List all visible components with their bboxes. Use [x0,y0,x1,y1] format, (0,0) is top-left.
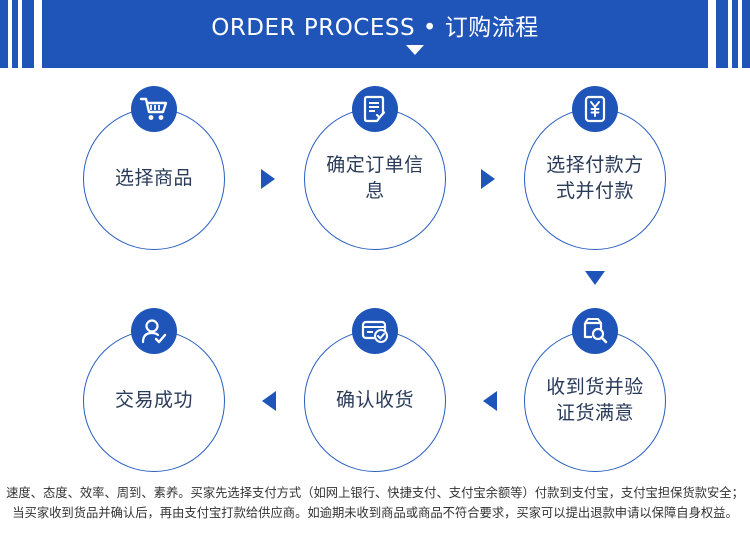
description-text: 速度、态度、效率、周到、素养。买家先选择支付方式（如网上银行、快捷支付、支付宝余… [6,486,744,520]
user-check-icon [131,308,177,354]
package-inspect-icon [572,308,618,354]
step-label: 收到货并验 证货满意 [525,331,665,471]
banner-stripe [742,0,750,68]
header-banner: ORDER PROCESS • 订购流程 [0,0,750,68]
banner-stripe [716,0,728,68]
banner-stripe [732,0,738,68]
banner-title: ORDER PROCESS • 订购流程 [211,15,539,41]
banner-stripe [0,0,8,68]
arrow-down-icon [585,271,605,285]
step-label-line: 选择付款方 [546,154,644,177]
banner-pointer [406,45,424,55]
cart-icon [131,86,177,132]
step-label-line: 证货满意 [555,402,634,424]
arrow-left-icon [262,391,276,411]
arrow-right-icon [261,169,275,189]
yuan-invoice-icon [572,86,618,132]
card-check-icon [352,308,398,354]
step-label: 交易成功 [114,389,193,412]
step-label: 选择商品 [114,167,193,190]
step-label: 确认收货 [335,389,414,412]
step-label-line: 式并付款 [555,180,634,202]
step-label-line: 收到货并验 [546,376,644,399]
step-receive-inspect: 收到货并验 证货满意 [524,330,666,472]
step-confirm-order: 确定订单信息 [304,108,446,250]
arrow-right-icon [481,169,495,189]
banner-stripe [22,0,34,68]
step-label: 选择付款方 式并付款 [525,109,665,249]
banner-main: ORDER PROCESS • 订购流程 [42,0,708,68]
banner-stripe [12,0,18,68]
step-label: 确定订单信息 [326,154,424,202]
document-check-icon [352,86,398,132]
arrow-left-icon [483,391,497,411]
